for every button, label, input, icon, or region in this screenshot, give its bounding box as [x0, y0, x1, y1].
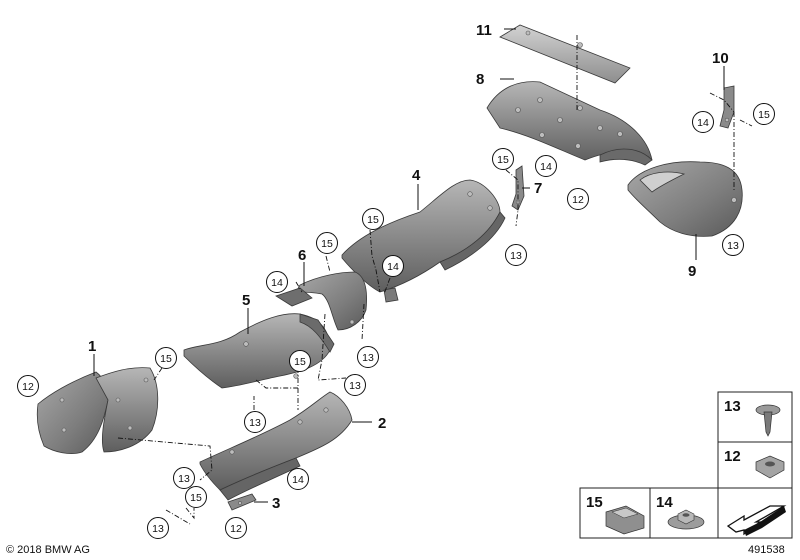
- svg-text:14: 14: [387, 261, 399, 273]
- part-4-center-heat-shield: [341, 179, 506, 303]
- callout-3: 3: [272, 495, 280, 512]
- svg-text:15: 15: [497, 154, 509, 166]
- clip-nut-icon: [605, 505, 645, 535]
- push-nut-icon: [755, 404, 781, 437]
- legend-arrow-box: [717, 487, 793, 539]
- svg-text:15: 15: [294, 356, 306, 368]
- circled-15: 15: [289, 350, 311, 372]
- svg-text:14: 14: [697, 117, 709, 129]
- svg-text:13: 13: [727, 240, 739, 252]
- circled-13: 13: [357, 346, 379, 368]
- diagram-number: 491538: [748, 544, 785, 556]
- copyright-text: © 2018 BMW AG: [6, 544, 90, 556]
- svg-text:12: 12: [572, 194, 584, 206]
- svg-text:15: 15: [586, 494, 603, 511]
- callout-6: 6: [298, 247, 306, 264]
- circled-13: 13: [244, 411, 266, 433]
- part-10-bracket: [719, 85, 735, 129]
- callout-2: 2: [378, 415, 386, 432]
- part-5-front-heat-shield: [183, 313, 335, 389]
- circled-13: 13: [505, 244, 527, 266]
- part-6-heat-shield: [275, 271, 367, 331]
- circled-15: 15: [492, 148, 514, 170]
- circled-12: 12: [567, 188, 589, 210]
- svg-text:14: 14: [271, 277, 283, 289]
- circled-14: 14: [535, 155, 557, 177]
- circled-15: 15: [316, 232, 338, 254]
- svg-text:15: 15: [160, 353, 172, 365]
- svg-text:14: 14: [540, 161, 552, 173]
- svg-text:13: 13: [178, 473, 190, 485]
- circled-13: 13: [722, 234, 744, 256]
- part-11-heat-shield-plate: [499, 24, 631, 84]
- mounting-lines: [117, 35, 753, 525]
- svg-text:15: 15: [190, 492, 202, 504]
- circled-13: 13: [344, 374, 366, 396]
- svg-text:12: 12: [724, 448, 741, 465]
- part-1-front-heat-shield: [36, 367, 159, 454]
- circled-12: 12: [17, 375, 39, 397]
- callout-8: 8: [476, 71, 484, 88]
- svg-text:14: 14: [656, 494, 673, 511]
- callout-11: 11: [476, 22, 492, 39]
- part-3-bracket: [227, 493, 257, 511]
- part-9-rear-heat-shield: [627, 161, 743, 237]
- svg-text:15: 15: [367, 214, 379, 226]
- circled-14: 14: [692, 111, 714, 133]
- svg-text:13: 13: [724, 398, 741, 415]
- legend-item-15: 15: [579, 487, 651, 539]
- svg-text:15: 15: [321, 238, 333, 250]
- circled-fastener-numbers: 12 12 12 13 13 13 13 13 13 13 14 14 14 1…: [17, 103, 775, 539]
- callout-10: 10: [712, 50, 729, 67]
- arrow-icon: [726, 505, 787, 536]
- callout-4: 4: [412, 167, 421, 184]
- circled-15: 15: [362, 208, 384, 230]
- legend-item-14: 14: [649, 487, 719, 539]
- svg-text:13: 13: [349, 380, 361, 392]
- svg-text:13: 13: [510, 250, 522, 262]
- callout-numbers: 11 8 10 9 4 7 6 5 1 2 3: [88, 22, 729, 512]
- fastener-legend: 13 12 15 14: [579, 391, 793, 539]
- svg-text:13: 13: [152, 523, 164, 535]
- circled-13: 13: [147, 517, 169, 539]
- svg-text:12: 12: [230, 523, 242, 535]
- callout-7: 7: [534, 180, 542, 197]
- hex-nut-icon: [755, 455, 785, 479]
- circled-15: 15: [753, 103, 775, 125]
- svg-text:12: 12: [22, 381, 34, 393]
- callout-9: 9: [688, 263, 696, 280]
- legend-item-13: 13: [717, 391, 793, 443]
- circled-15: 15: [185, 486, 207, 508]
- circled-12: 12: [225, 517, 247, 539]
- circled-14: 14: [382, 255, 404, 277]
- svg-text:14: 14: [292, 474, 304, 486]
- svg-text:13: 13: [362, 352, 374, 364]
- flange-nut-icon: [667, 509, 705, 530]
- circled-15: 15: [155, 347, 177, 369]
- callout-5: 5: [242, 292, 250, 309]
- circled-14: 14: [287, 468, 309, 490]
- circled-13: 13: [173, 467, 195, 489]
- svg-text:15: 15: [758, 109, 770, 121]
- part-2-lower-heat-shield: [199, 391, 353, 501]
- legend-item-12: 12: [717, 441, 793, 489]
- part-8-tunnel-heat-shield: [486, 81, 653, 166]
- svg-text:13: 13: [249, 417, 261, 429]
- callout-1: 1: [88, 338, 96, 355]
- circled-14: 14: [266, 271, 288, 293]
- leader-lines: [93, 28, 725, 503]
